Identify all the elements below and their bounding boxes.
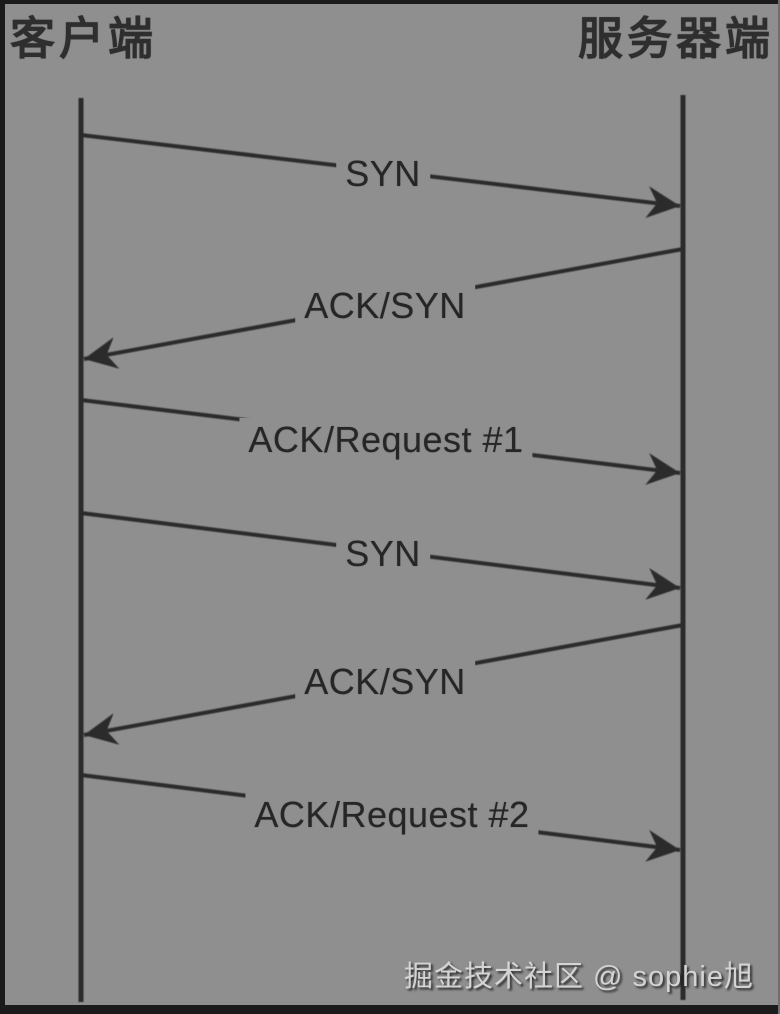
bottom-border [0, 1005, 780, 1014]
message-label-acksyn-2: ACK/SYN [295, 660, 475, 704]
message-label-ackrequest-1: ACK/Request #1 [239, 418, 533, 462]
right-border [778, 0, 780, 1014]
top-border [0, 0, 780, 4]
message-label-syn-2: SYN [336, 532, 430, 576]
server-label: 服务器端 [577, 13, 774, 64]
left-border [0, 0, 5, 1014]
client-label: 客户端 [10, 13, 158, 64]
message-label-acksyn-1: ACK/SYN [295, 284, 475, 328]
watermark: 掘金技术社区 @ sophie旭 [403, 961, 754, 993]
message-label-syn-1: SYN [336, 152, 430, 196]
message-label-ackrequest-2: ACK/Request #2 [245, 793, 539, 837]
